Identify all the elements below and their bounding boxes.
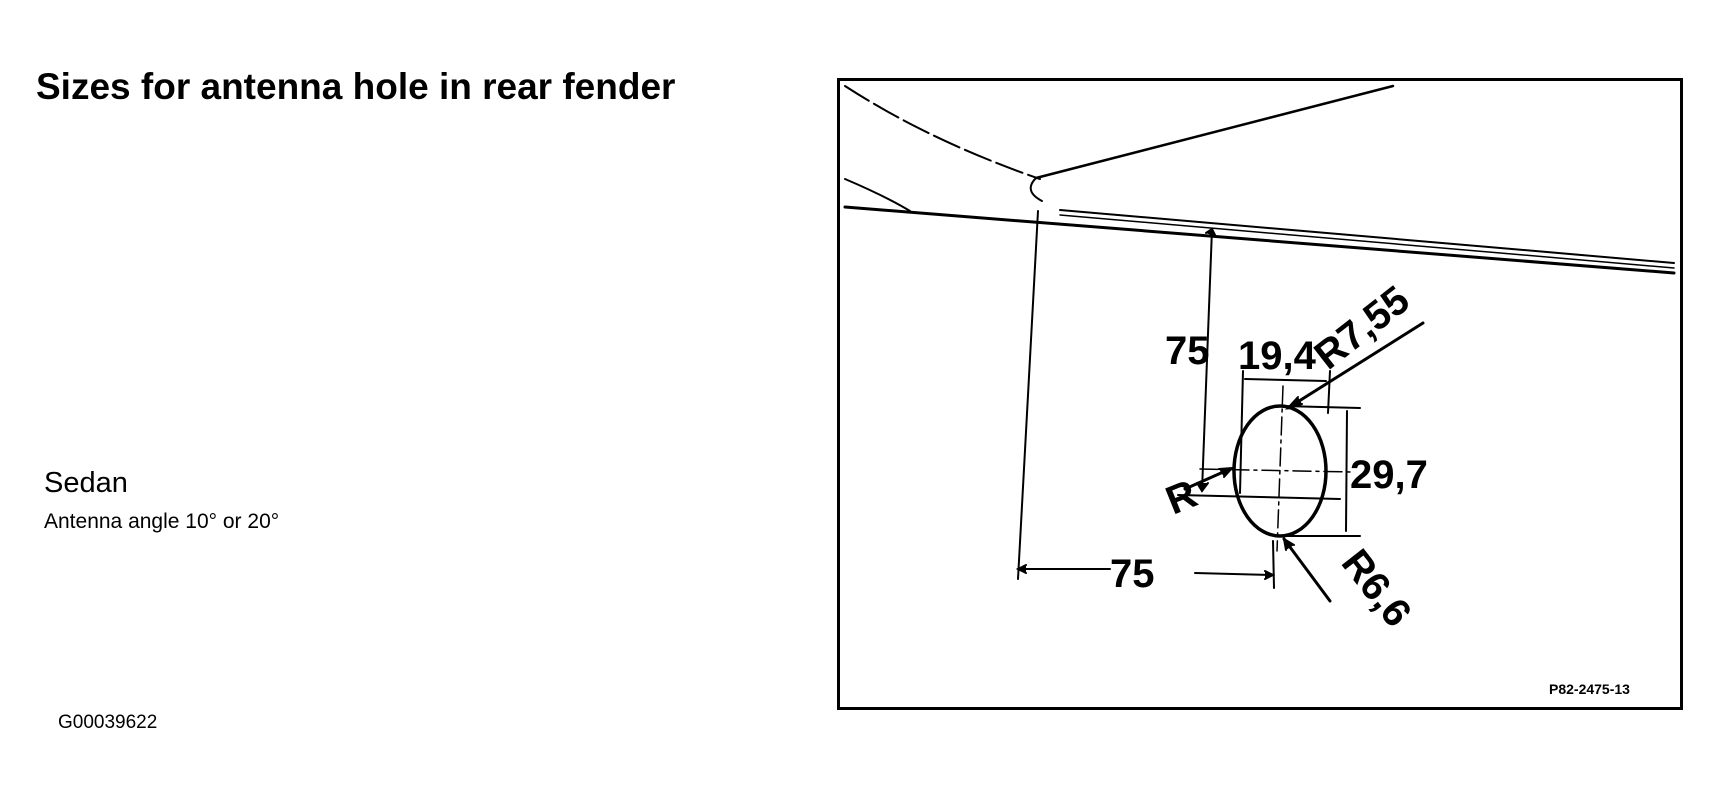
- r755-arrow: [1284, 396, 1303, 410]
- r755-leader: [1286, 321, 1425, 410]
- width-extension-right: [1327, 370, 1331, 414]
- horizontal-dimension-right: [1194, 572, 1274, 576]
- vehicle-variant-label: Sedan: [44, 467, 128, 499]
- fender-upper-curve: [844, 85, 1041, 180]
- radius-side-label: R: [1160, 472, 1203, 524]
- r66-arrow: [1282, 537, 1295, 551]
- hole-centerline-vertical: [1276, 385, 1284, 552]
- hole-height-label: 29,7: [1350, 453, 1428, 497]
- vertical-extension-line: [1177, 494, 1341, 500]
- r-side-arrow: [1218, 466, 1235, 478]
- vertical-offset-label: 75: [1165, 329, 1210, 373]
- fender-trim-line: [843, 205, 1676, 275]
- horizontal-offset-label: 75: [1110, 552, 1155, 596]
- antenna-hole-diagram: 75 75 19,4 29,7 R7,55 R R6,6 P82-2475-13: [837, 78, 1683, 710]
- diagram-canvas: 75 75 19,4 29,7 R7,55 R R6,6 P82-2475-13: [843, 84, 1676, 697]
- horizontal-arrow-left: [1015, 564, 1027, 574]
- dimension-labels: 75 75 19,4 29,7 R7,55 R R6,6 P82-2475-13: [1110, 278, 1630, 697]
- horizontal-extension-line: [1272, 540, 1275, 589]
- width-dimension-line: [1244, 378, 1327, 382]
- height-dimension-line: [1345, 410, 1348, 532]
- radius-bottom-label: R6,6: [1333, 541, 1420, 635]
- fender-notch: [1029, 177, 1043, 202]
- fender-top-edge: [1034, 84, 1395, 180]
- vertical-arrow-bottom: [1196, 482, 1209, 493]
- fender-trim-line-3: [1059, 214, 1675, 269]
- page-title: Sizes for antenna hole in rear fender: [36, 66, 676, 107]
- fender-vertical-edge: [1017, 210, 1039, 580]
- reference-code: P82-2475-13: [1549, 681, 1630, 697]
- hole-width-label: 19,4: [1238, 334, 1317, 378]
- fender-trim-line-2: [1059, 209, 1675, 264]
- vertical-dimension-line: [1201, 228, 1213, 492]
- figure-id: G00039622: [58, 712, 158, 733]
- horizontal-arrow-right: [1264, 570, 1276, 580]
- fender-left-curve: [844, 178, 911, 212]
- r66-leader: [1282, 537, 1332, 603]
- vertical-arrow-top: [1205, 227, 1217, 238]
- antenna-angle-note: Antenna angle 10° or 20°: [44, 510, 280, 533]
